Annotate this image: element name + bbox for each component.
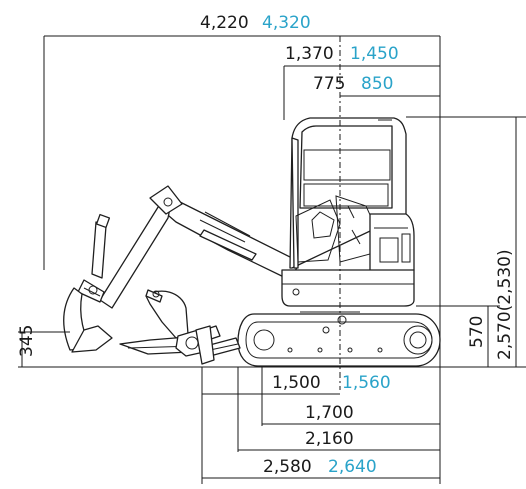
arm	[77, 213, 111, 303]
crawler	[237, 311, 441, 367]
blade-distance-alt-label: 1,560	[342, 373, 391, 393]
rear-length-label: 1,370	[285, 44, 334, 64]
overall-length-label: 4,220	[200, 13, 249, 33]
dimension-labels: 4,220 4,320 1,370 1,450 775 850 2,570(2,…	[17, 13, 515, 477]
counterweight-clearance-label: 570	[467, 316, 487, 348]
upper-frame	[281, 269, 415, 307]
tail-swing-alt-label: 850	[361, 74, 393, 94]
front-length-label: 2,580	[263, 457, 312, 477]
bucket	[63, 287, 221, 357]
blade-distance-label: 1,500	[272, 373, 321, 393]
crawler-length-label: 2,160	[305, 429, 354, 449]
overall-length-alt-label: 4,320	[262, 13, 311, 33]
overall-height-label: 2,570(2,530)	[495, 249, 515, 360]
dimension-lines	[18, 35, 526, 484]
boom	[99, 185, 301, 309]
cab	[289, 117, 407, 269]
excavator-drawing	[63, 117, 441, 367]
tail-swing-label: 775	[313, 74, 345, 94]
blade-height-label: 345	[17, 325, 37, 357]
front-length-alt-label: 2,640	[328, 457, 377, 477]
rear-length-alt-label: 1,450	[350, 44, 399, 64]
blade	[195, 325, 241, 365]
tumbler-distance-label: 1,700	[305, 403, 354, 423]
counterweight	[369, 213, 415, 273]
